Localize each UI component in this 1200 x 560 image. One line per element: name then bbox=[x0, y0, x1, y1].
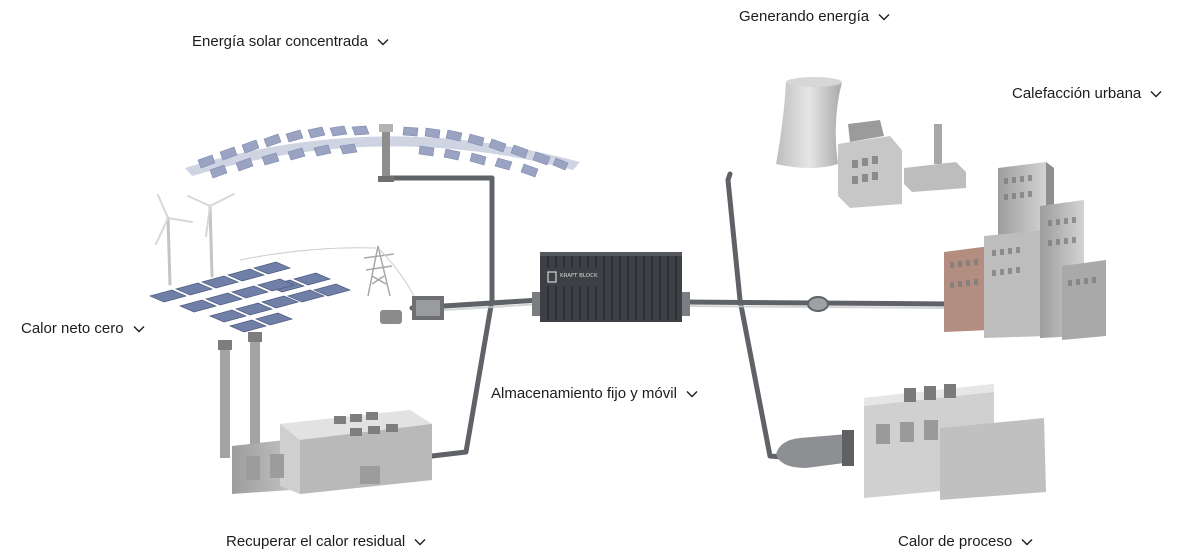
factory-waste-heat bbox=[218, 332, 432, 494]
label-net-zero-text: Calor neto cero bbox=[21, 320, 124, 337]
label-net-zero[interactable]: Calor neto cero bbox=[21, 320, 145, 338]
label-process-heat[interactable]: Calor de proceso bbox=[898, 533, 1033, 551]
process-heat-building bbox=[776, 384, 1046, 500]
chevron-down-icon bbox=[878, 13, 890, 21]
solar-mirror-field bbox=[185, 124, 580, 182]
label-generating[interactable]: Generando energía bbox=[739, 8, 890, 26]
pipe-right-main bbox=[725, 171, 798, 461]
label-waste-heat[interactable]: Recuperar el calor residual bbox=[226, 533, 426, 551]
label-storage[interactable]: Almacenamiento fijo y móvil bbox=[491, 385, 698, 403]
label-solar-text: Energía solar concentrada bbox=[192, 33, 368, 50]
wind-turbines bbox=[155, 193, 235, 286]
solar-panels bbox=[148, 261, 352, 333]
power-pylon bbox=[239, 245, 415, 297]
container-brand: KRAFT BLOCK bbox=[560, 273, 598, 279]
city-buildings bbox=[944, 162, 1106, 340]
label-waste-heat-text: Recuperar el calor residual bbox=[226, 533, 406, 550]
power-plant bbox=[776, 77, 966, 208]
pipe-junction bbox=[807, 296, 829, 312]
label-generating-text: Generando energía bbox=[739, 8, 870, 25]
chevron-down-icon bbox=[686, 390, 698, 398]
chevron-down-icon bbox=[133, 325, 145, 333]
chevron-down-icon bbox=[1021, 538, 1033, 546]
kraftblock-logo-icon bbox=[547, 271, 557, 283]
label-district[interactable]: Calefacción urbana bbox=[1012, 85, 1162, 103]
pipe-solar bbox=[385, 175, 495, 459]
heater-unit bbox=[380, 296, 444, 324]
chevron-down-icon bbox=[377, 38, 389, 46]
label-process-heat-text: Calor de proceso bbox=[898, 533, 1013, 550]
label-district-text: Calefacción urbana bbox=[1012, 85, 1142, 102]
storage-container: KRAFT BLOCK bbox=[532, 252, 690, 322]
chevron-down-icon bbox=[1150, 90, 1162, 98]
label-solar[interactable]: Energía solar concentrada bbox=[192, 33, 389, 51]
label-storage-text: Almacenamiento fijo y móvil bbox=[491, 385, 677, 402]
chevron-down-icon bbox=[414, 538, 426, 546]
